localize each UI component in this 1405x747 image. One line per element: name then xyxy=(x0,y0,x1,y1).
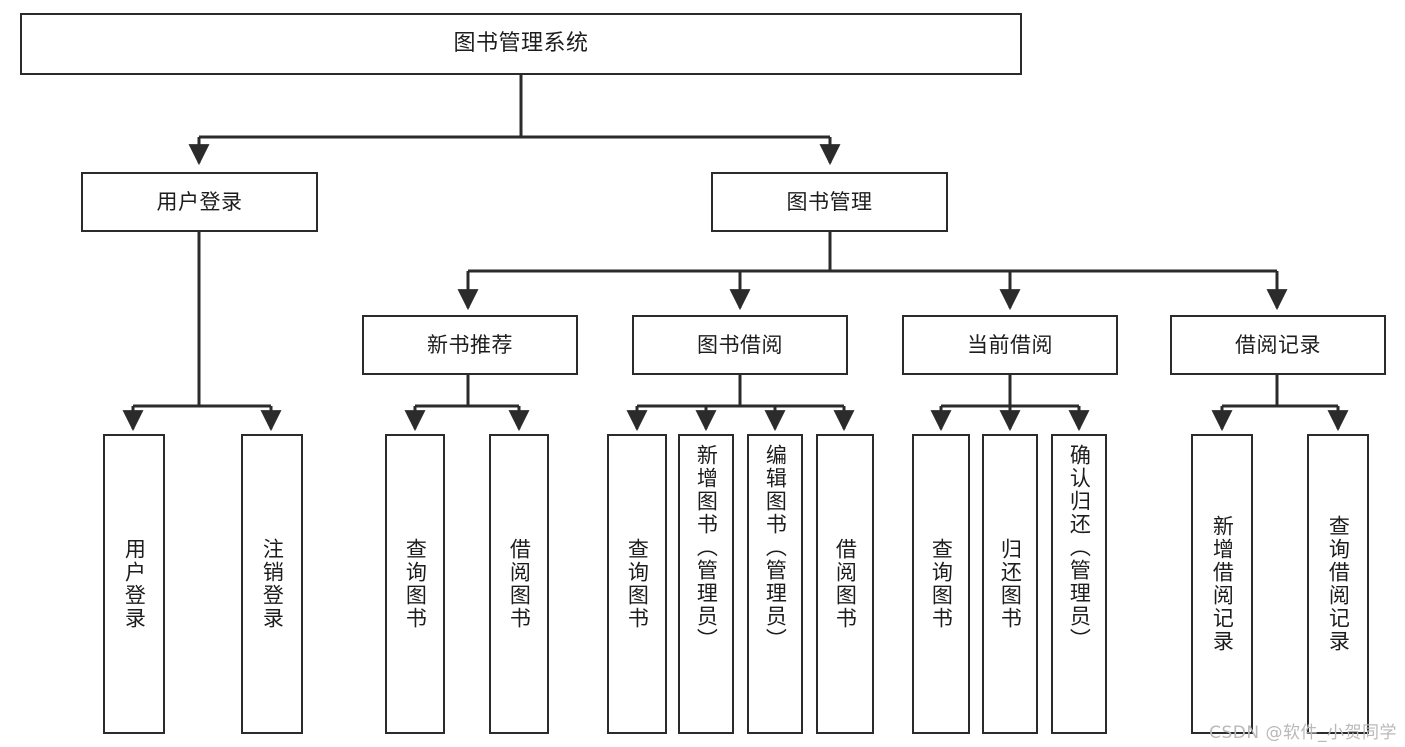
node-borrowing-records[interactable]: 借阅记录 xyxy=(1170,315,1386,375)
leaf-logout[interactable]: 注销登录 xyxy=(241,434,303,734)
node-label: 新书推荐 xyxy=(427,332,513,357)
node-label: 查询图书 xyxy=(929,538,954,630)
leaf-query-books-newbook[interactable]: 查询图书 xyxy=(385,434,445,734)
leaf-add-book-admin[interactable]: 新增图书（管理员） xyxy=(678,434,734,734)
node-label: 查询借阅记录 xyxy=(1326,515,1351,653)
node-current-borrowing[interactable]: 当前借阅 xyxy=(902,315,1118,375)
node-label: 图书管理 xyxy=(786,189,873,214)
csdn-watermark: CSDN @软件_小贺同学 xyxy=(1209,723,1397,743)
node-book-management-system[interactable]: 图书管理系统 xyxy=(20,13,1022,75)
node-label: 查询图书 xyxy=(403,538,428,630)
node-label: 归还图书 xyxy=(998,538,1023,630)
node-label: 新增图书（管理员） xyxy=(694,444,719,651)
node-label: 查询图书 xyxy=(625,538,650,630)
leaf-query-books-current[interactable]: 查询图书 xyxy=(912,434,970,734)
node-label: 借阅图书 xyxy=(507,538,532,630)
leaf-add-borrow-record[interactable]: 新增借阅记录 xyxy=(1191,434,1253,734)
node-label: 确认归还（管理员） xyxy=(1067,444,1092,651)
node-label: 新增借阅记录 xyxy=(1210,515,1235,653)
node-label: 图书借阅 xyxy=(697,332,783,357)
leaf-query-books-borrow[interactable]: 查询图书 xyxy=(607,434,667,734)
leaf-user-login[interactable]: 用户登录 xyxy=(103,434,165,734)
leaf-confirm-return-admin[interactable]: 确认归还（管理员） xyxy=(1051,434,1107,734)
node-label: 图书管理系统 xyxy=(453,31,589,57)
leaf-query-borrow-record[interactable]: 查询借阅记录 xyxy=(1307,434,1369,734)
leaf-return-books[interactable]: 归还图书 xyxy=(982,434,1038,734)
node-user-login[interactable]: 用户登录 xyxy=(81,172,318,232)
leaf-edit-book-admin[interactable]: 编辑图书（管理员） xyxy=(747,434,803,734)
node-label: 用户登录 xyxy=(122,538,147,630)
node-book-management[interactable]: 图书管理 xyxy=(711,172,948,232)
node-label: 当前借阅 xyxy=(967,332,1053,357)
node-label: 注销登录 xyxy=(260,538,285,630)
node-label: 借阅图书 xyxy=(833,538,858,630)
leaf-borrow-books[interactable]: 借阅图书 xyxy=(816,434,874,734)
node-new-book-recommendation[interactable]: 新书推荐 xyxy=(362,315,578,375)
node-book-borrowing[interactable]: 图书借阅 xyxy=(632,315,848,375)
node-label: 编辑图书（管理员） xyxy=(763,444,788,651)
leaf-borrow-books-newbook[interactable]: 借阅图书 xyxy=(489,434,549,734)
node-label: 用户登录 xyxy=(156,189,243,214)
node-label: 借阅记录 xyxy=(1235,332,1321,357)
